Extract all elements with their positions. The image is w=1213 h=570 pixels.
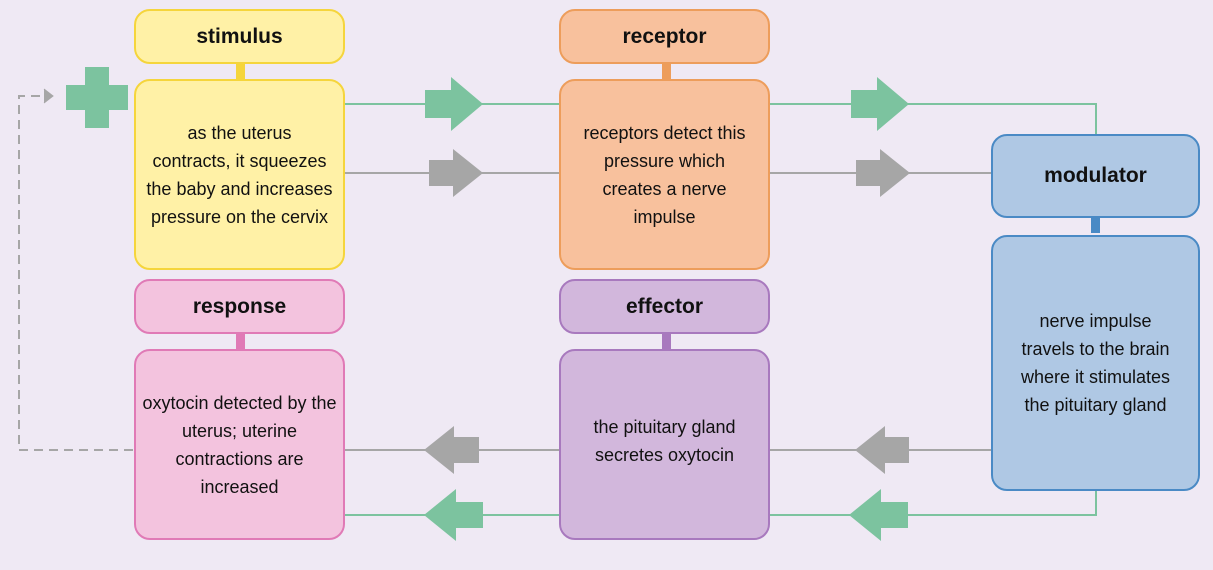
modulator-title-box: modulator	[991, 134, 1200, 218]
arrow-icon	[856, 149, 910, 197]
response-title: response	[192, 294, 287, 318]
effector-title-box: effector	[559, 279, 770, 334]
effector-text: the pituitary gland secretes oxytocin	[593, 417, 736, 465]
arrow-icon	[429, 149, 483, 197]
stimulus-connector	[236, 64, 245, 79]
modulator-title: modulator	[1044, 164, 1147, 187]
stimulus-title: stimulus	[196, 24, 283, 48]
stimulus-box: as the uterus contracts, it squeezes the…	[134, 79, 345, 270]
stimulus-title-box: stimulus	[134, 9, 345, 64]
response-title-box: response	[134, 279, 345, 334]
response-box: oxytocin detected by the uterus; uterine…	[134, 349, 345, 540]
green-line-modulator-effector	[770, 490, 1097, 516]
effector-connector	[662, 334, 671, 349]
feedback-loop-dashed-line	[18, 95, 133, 451]
arrow-icon	[424, 489, 483, 541]
green-line-receptor-modulator	[770, 103, 1097, 135]
arrow-icon	[849, 489, 908, 541]
effector-box: the pituitary gland secretes oxytocin	[559, 349, 770, 540]
feedback-loop-arrowhead	[43, 88, 54, 104]
arrow-icon	[855, 426, 909, 474]
receptor-text: receptors detect this pressure which cre…	[583, 122, 746, 227]
modulator-text: nerve impulse travels to the brain where…	[1020, 311, 1171, 415]
arrow-icon	[851, 77, 909, 131]
arrow-icon	[425, 77, 483, 131]
receptor-box: receptors detect this pressure which cre…	[559, 79, 770, 270]
receptor-title-box: receptor	[559, 9, 770, 64]
effector-title: effector	[625, 294, 704, 318]
modulator-box: nerve impulse travels to the brain where…	[991, 235, 1200, 491]
modulator-connector	[1091, 218, 1100, 233]
receptor-connector	[662, 64, 671, 79]
stimulus-text: as the uterus contracts, it squeezes the…	[146, 122, 333, 227]
arrow-icon	[424, 426, 479, 474]
response-connector	[236, 334, 245, 349]
response-text: oxytocin detected by the uterus; uterine…	[142, 392, 337, 497]
receptor-title: receptor	[622, 24, 707, 48]
plus-icon	[66, 67, 128, 128]
